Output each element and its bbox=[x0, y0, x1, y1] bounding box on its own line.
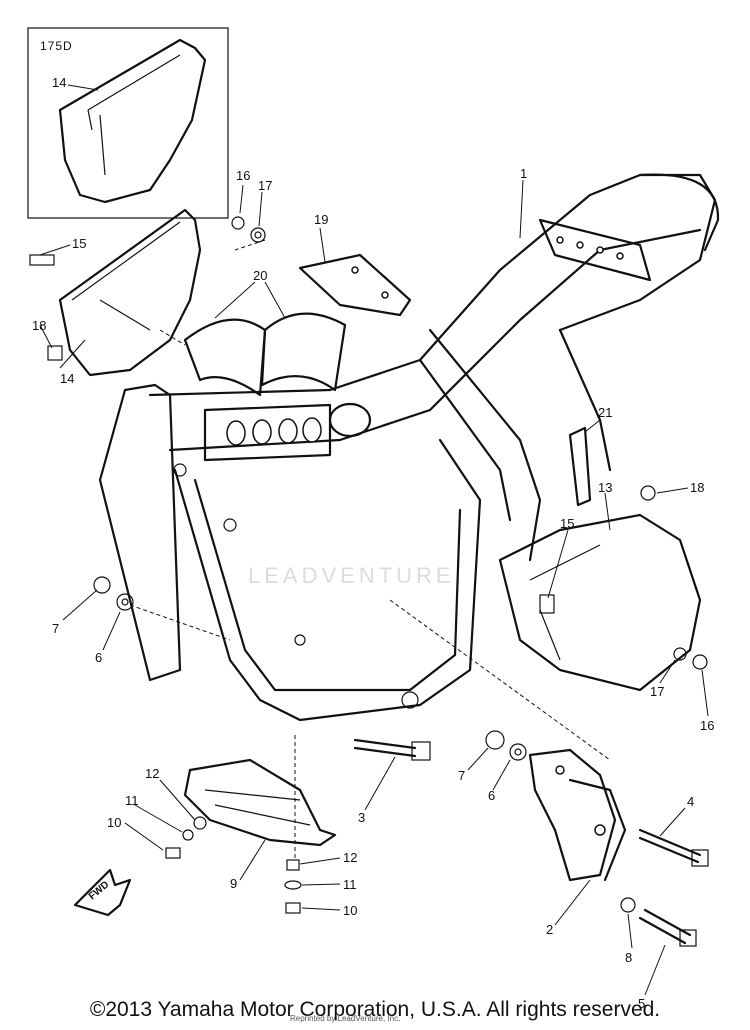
callout-11b: 11 bbox=[343, 877, 357, 892]
side-cover-right bbox=[498, 485, 702, 692]
nut-7-left bbox=[93, 576, 111, 594]
callout-11a: 11 bbox=[125, 793, 139, 808]
callout-8: 8 bbox=[625, 950, 632, 965]
skid-plate bbox=[183, 758, 337, 847]
bolt-3 bbox=[353, 738, 431, 761]
inset-175d: 175D bbox=[27, 27, 229, 219]
callout-6a: 6 bbox=[95, 650, 102, 665]
callout-4: 4 bbox=[687, 794, 694, 809]
callout-7b: 7 bbox=[458, 768, 465, 783]
callout-14a: 14 bbox=[52, 75, 66, 90]
main-frame bbox=[98, 173, 720, 722]
side-cover-left bbox=[29, 208, 202, 377]
callout-16b: 16 bbox=[700, 718, 714, 733]
callout-10a: 10 bbox=[107, 815, 121, 830]
callout-1: 1 bbox=[520, 166, 527, 181]
callout-21: 21 bbox=[598, 405, 612, 420]
bolt-4 bbox=[638, 828, 709, 867]
callout-19: 19 bbox=[314, 212, 328, 227]
callout-13: 13 bbox=[598, 480, 612, 495]
reprint-notice: Reprinted by LeadVenture, Inc. bbox=[290, 1014, 401, 1023]
fwd-label: FWD bbox=[87, 879, 112, 902]
callout-12a: 12 bbox=[145, 766, 159, 781]
emblem-left bbox=[29, 254, 55, 266]
callout-15a: 15 bbox=[72, 236, 86, 251]
bracket-21 bbox=[568, 426, 592, 507]
callouts: 14 16 17 19 15 1 18 20 14 21 13 18 15 7 … bbox=[32, 75, 714, 1011]
grommet-right bbox=[640, 485, 656, 501]
callout-5: 5 bbox=[638, 996, 645, 1011]
side-cover-175d bbox=[58, 38, 207, 204]
watermark-text: LEADVENTURE bbox=[248, 563, 455, 588]
tank-dampers bbox=[183, 312, 347, 397]
callout-3: 3 bbox=[358, 810, 365, 825]
callout-9: 9 bbox=[230, 876, 237, 891]
callout-16a: 16 bbox=[236, 168, 250, 183]
callout-12b: 12 bbox=[343, 850, 357, 865]
washer-6-left bbox=[116, 593, 134, 611]
callout-17a: 17 bbox=[258, 178, 272, 193]
callout-18a: 18 bbox=[32, 318, 46, 333]
leader-lines bbox=[39, 84, 709, 996]
bracket-19 bbox=[298, 253, 412, 317]
callout-20: 20 bbox=[253, 268, 267, 283]
callout-2: 2 bbox=[546, 922, 553, 937]
callout-17b: 17 bbox=[650, 684, 664, 699]
callout-18b: 18 bbox=[690, 480, 704, 495]
callout-14b: 14 bbox=[60, 371, 74, 386]
grommet-left bbox=[47, 345, 63, 361]
emblem-right bbox=[539, 594, 555, 614]
callout-7a: 7 bbox=[52, 621, 59, 636]
bolt-top bbox=[231, 216, 266, 243]
callout-10b: 10 bbox=[343, 903, 357, 918]
bolt-5 bbox=[638, 908, 697, 947]
callout-6b: 6 bbox=[488, 788, 495, 803]
fwd-arrow: FWD bbox=[73, 868, 132, 917]
inset-label: 175D bbox=[40, 39, 73, 53]
engine-mount-bracket bbox=[528, 748, 627, 882]
copyright-notice: ©2013 Yamaha Motor Corporation, U.S.A. A… bbox=[89, 998, 661, 1021]
callout-15b: 15 bbox=[560, 516, 574, 531]
